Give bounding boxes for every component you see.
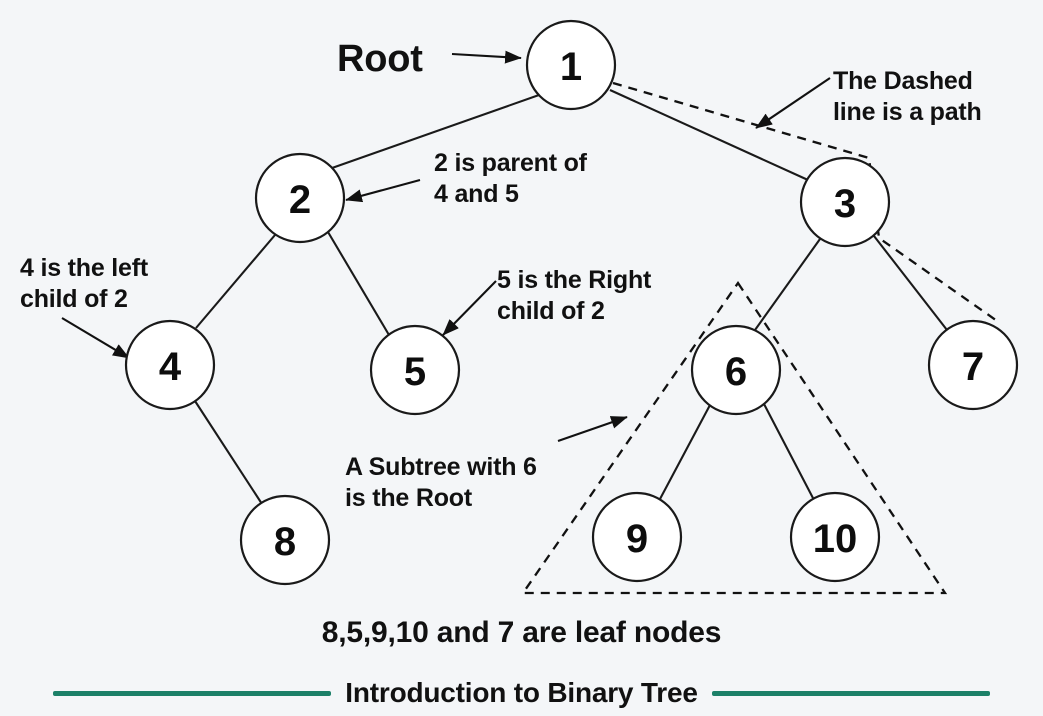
node-3[interactable]: 3 [799,156,891,248]
annotation-right-child: 5 is the Right child of 2 [497,266,652,325]
footer-rule-right [711,690,990,696]
node-1-label: 1 [560,45,582,89]
arrow-root [451,50,522,64]
node-2-label: 2 [289,178,311,222]
arrow-dashed-line [755,77,831,129]
node-4[interactable]: 4 [124,319,216,411]
node-10[interactable]: 10 [789,491,881,583]
node-3-label: 3 [834,182,856,226]
arrow-left-child [61,317,130,359]
node-4-circle[interactable] [124,319,216,411]
node-7-circle[interactable] [927,319,1019,411]
node-7[interactable]: 7 [927,319,1019,411]
node-6[interactable]: 6 [690,324,782,416]
edge-2-4 [195,234,276,329]
node-9-circle[interactable] [591,491,683,583]
tree-nodes: 1 2 3 4 5 6 7 [124,19,1019,586]
edge-4-8 [194,400,263,505]
annotation-dashed-line: The Dashed line is a path [833,67,982,126]
arrow-right-child [442,280,497,336]
node-6-label: 6 [725,350,747,394]
arrow-parent-of [345,178,421,203]
edge-3-6 [754,238,821,331]
node-8-circle[interactable] [239,494,331,586]
subtree-triangle-group [520,280,948,595]
node-5[interactable]: 5 [369,324,461,416]
node-1[interactable]: 1 [525,19,617,111]
edge-1-3 [609,89,809,181]
node-2[interactable]: 2 [254,152,346,244]
arrow-subtree [557,416,628,442]
root-label: Root [337,38,423,80]
edge-3-7 [873,235,948,331]
edge-1-2 [331,94,540,169]
edge-2-5 [327,231,390,336]
node-7-label: 7 [962,345,984,389]
footer-title: Introduction to Binary Tree [345,677,698,708]
subtree-triangle [520,280,948,595]
node-8-label: 8 [274,520,296,564]
annotation-parent-of: 2 is parent of 4 and 5 [434,149,587,208]
node-10-circle[interactable] [789,491,881,583]
node-4-label: 4 [159,345,182,389]
node-9-label: 9 [626,517,648,561]
edge-6-9 [659,404,711,500]
node-6-circle[interactable] [690,324,782,416]
annotation-subtree: A Subtree with 6 is the Root [345,453,537,512]
leaf-nodes-caption: 8,5,9,10 and 7 are leaf nodes [321,616,722,649]
node-3-circle[interactable] [799,156,891,248]
node-5-label: 5 [404,350,426,394]
node-1-circle[interactable] [525,19,617,111]
footer: Introduction to Binary Tree [0,670,1043,716]
node-8[interactable]: 8 [239,494,331,586]
node-9[interactable]: 9 [591,491,683,583]
footer-rule-left [53,690,332,696]
node-5-circle[interactable] [369,324,461,416]
annotation-left-child: 4 is the left child of 2 [20,254,148,313]
annotation-arrows [61,50,831,442]
edge-6-10 [763,403,815,501]
tree-edges [194,89,948,505]
node-2-circle[interactable] [254,152,346,244]
node-10-label: 10 [813,517,858,561]
